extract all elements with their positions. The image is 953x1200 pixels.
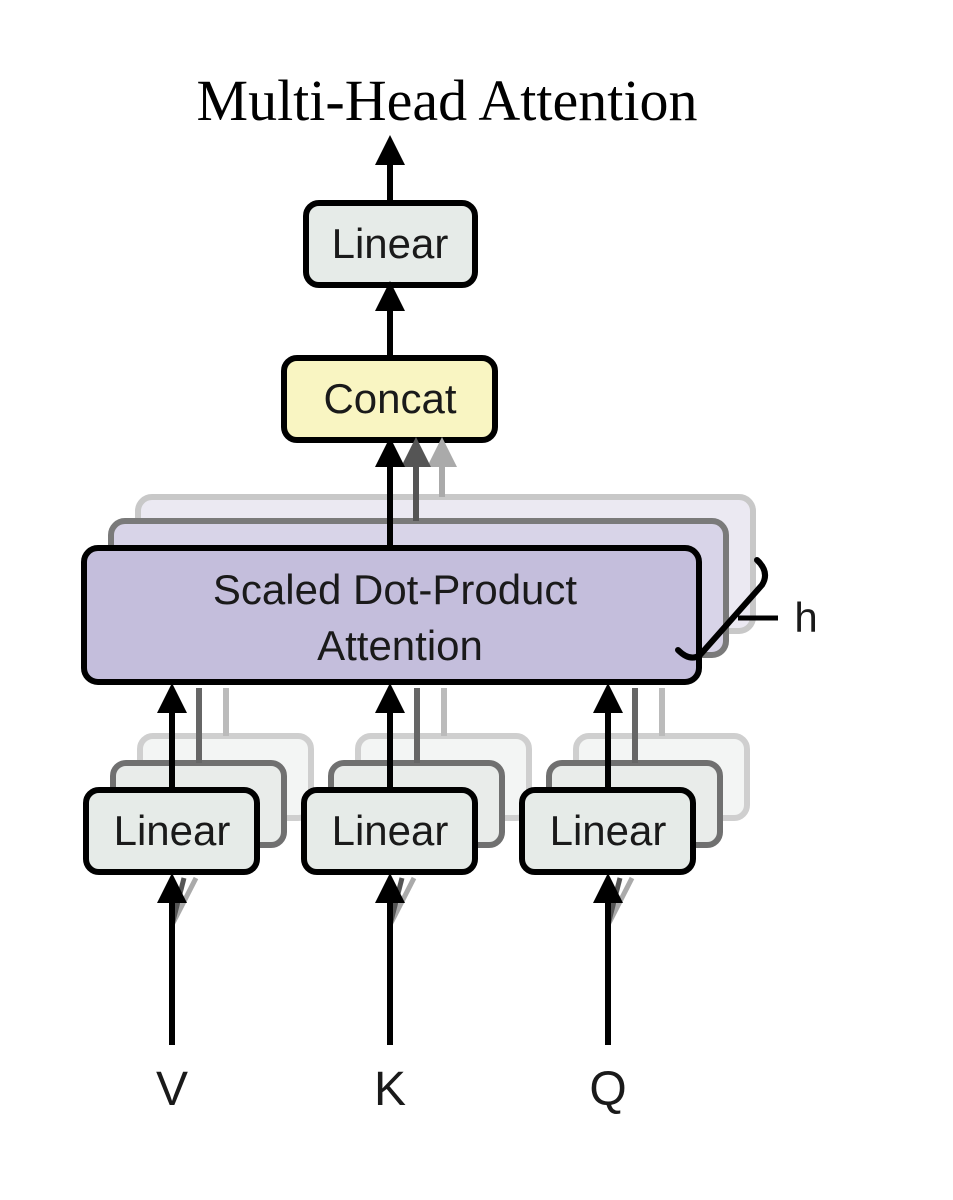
diagram-title: Multi-Head Attention (197, 68, 698, 133)
linear-box (83, 787, 260, 875)
attention-label-line2: Attention (317, 622, 483, 669)
attention-box: Scaled Dot-Product Attention (81, 545, 702, 685)
linear-label: Linear (332, 807, 449, 854)
heads-bracket (675, 557, 769, 661)
output-linear-box: Linear (303, 200, 478, 288)
input-label-v: V (156, 1063, 188, 1116)
linear-box (519, 787, 696, 875)
linear-label: Linear (114, 807, 231, 854)
heads-label: h (794, 594, 817, 641)
output-linear-label: Linear (332, 220, 449, 267)
input-label-q: Q (589, 1063, 626, 1116)
input-label-k: K (374, 1063, 406, 1116)
attention-label-line1: Scaled Dot-Product (213, 566, 578, 613)
concat-box: Concat (281, 355, 498, 443)
linear-box (301, 787, 478, 875)
linear-label: Linear (550, 807, 667, 854)
concat-label: Concat (323, 375, 456, 422)
